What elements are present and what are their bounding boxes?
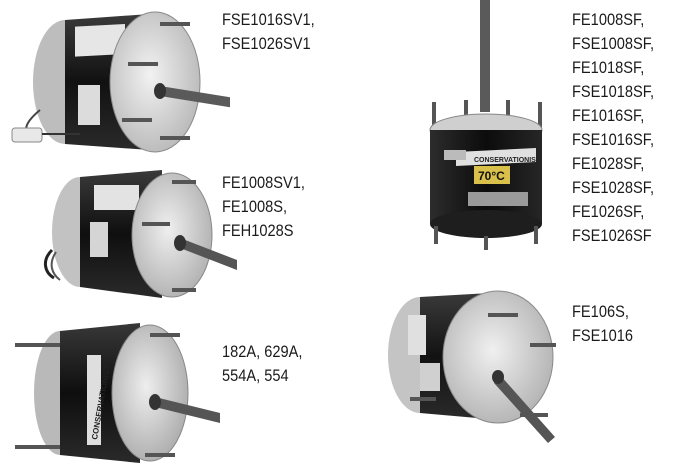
model-line: FE1016SF, <box>572 106 645 125</box>
model-line: FSE1008SF, <box>572 34 655 53</box>
model-line: 182A, 629A, <box>222 342 303 361</box>
model-line: FE1008SF, <box>572 10 645 29</box>
model-line: FE1026SF, <box>572 202 645 221</box>
model-line: FE1008SV1, <box>222 173 305 192</box>
model-line: FE1018SF, <box>572 58 645 77</box>
model-label-middle-left: FE1008SV1, FE1008S, FEH1028S <box>222 171 305 243</box>
model-label-bottom-left: 182A, 629A, 554A, 554 <box>222 340 302 388</box>
model-line: FE1008S, <box>222 197 288 216</box>
model-line: FSE1026SF <box>572 226 652 245</box>
model-line: FSE1018SF, <box>572 82 655 101</box>
model-label-top-left: FSE1016SV1, FSE1026SV1 <box>222 8 315 56</box>
motor-image-182a: CONSERVATIONIST <box>15 323 220 463</box>
model-line: FSE1028SF, <box>572 178 655 197</box>
model-line: FSE1026SV1 <box>222 34 311 53</box>
model-line: FE1028SF, <box>572 154 645 173</box>
motor-image-fe106s <box>388 290 556 443</box>
motor-image-fe1008sf: CONSERVATIONIST 70°C <box>429 0 543 250</box>
model-line: 554A, 554 <box>222 366 289 385</box>
model-line: FSE1016 <box>572 326 633 345</box>
model-label-bottom-right: FE106S, FSE1016 <box>572 300 633 348</box>
temperature-badge: 70°C <box>478 169 505 183</box>
motor-image-fe1008sv1 <box>44 170 237 298</box>
conservationist-band-text: CONSERVATIONIST <box>474 157 541 164</box>
motor-image-fse1016sv1 <box>11 11 230 153</box>
model-line: FE106S, <box>572 302 629 321</box>
model-line: FSE1016SV1, <box>222 10 315 29</box>
model-line: FEH1028S <box>222 221 294 240</box>
model-line: FSE1016SF, <box>572 130 655 149</box>
model-label-top-right: FE1008SF, FSE1008SF, FE1018SF, FSE1018SF… <box>572 8 654 248</box>
